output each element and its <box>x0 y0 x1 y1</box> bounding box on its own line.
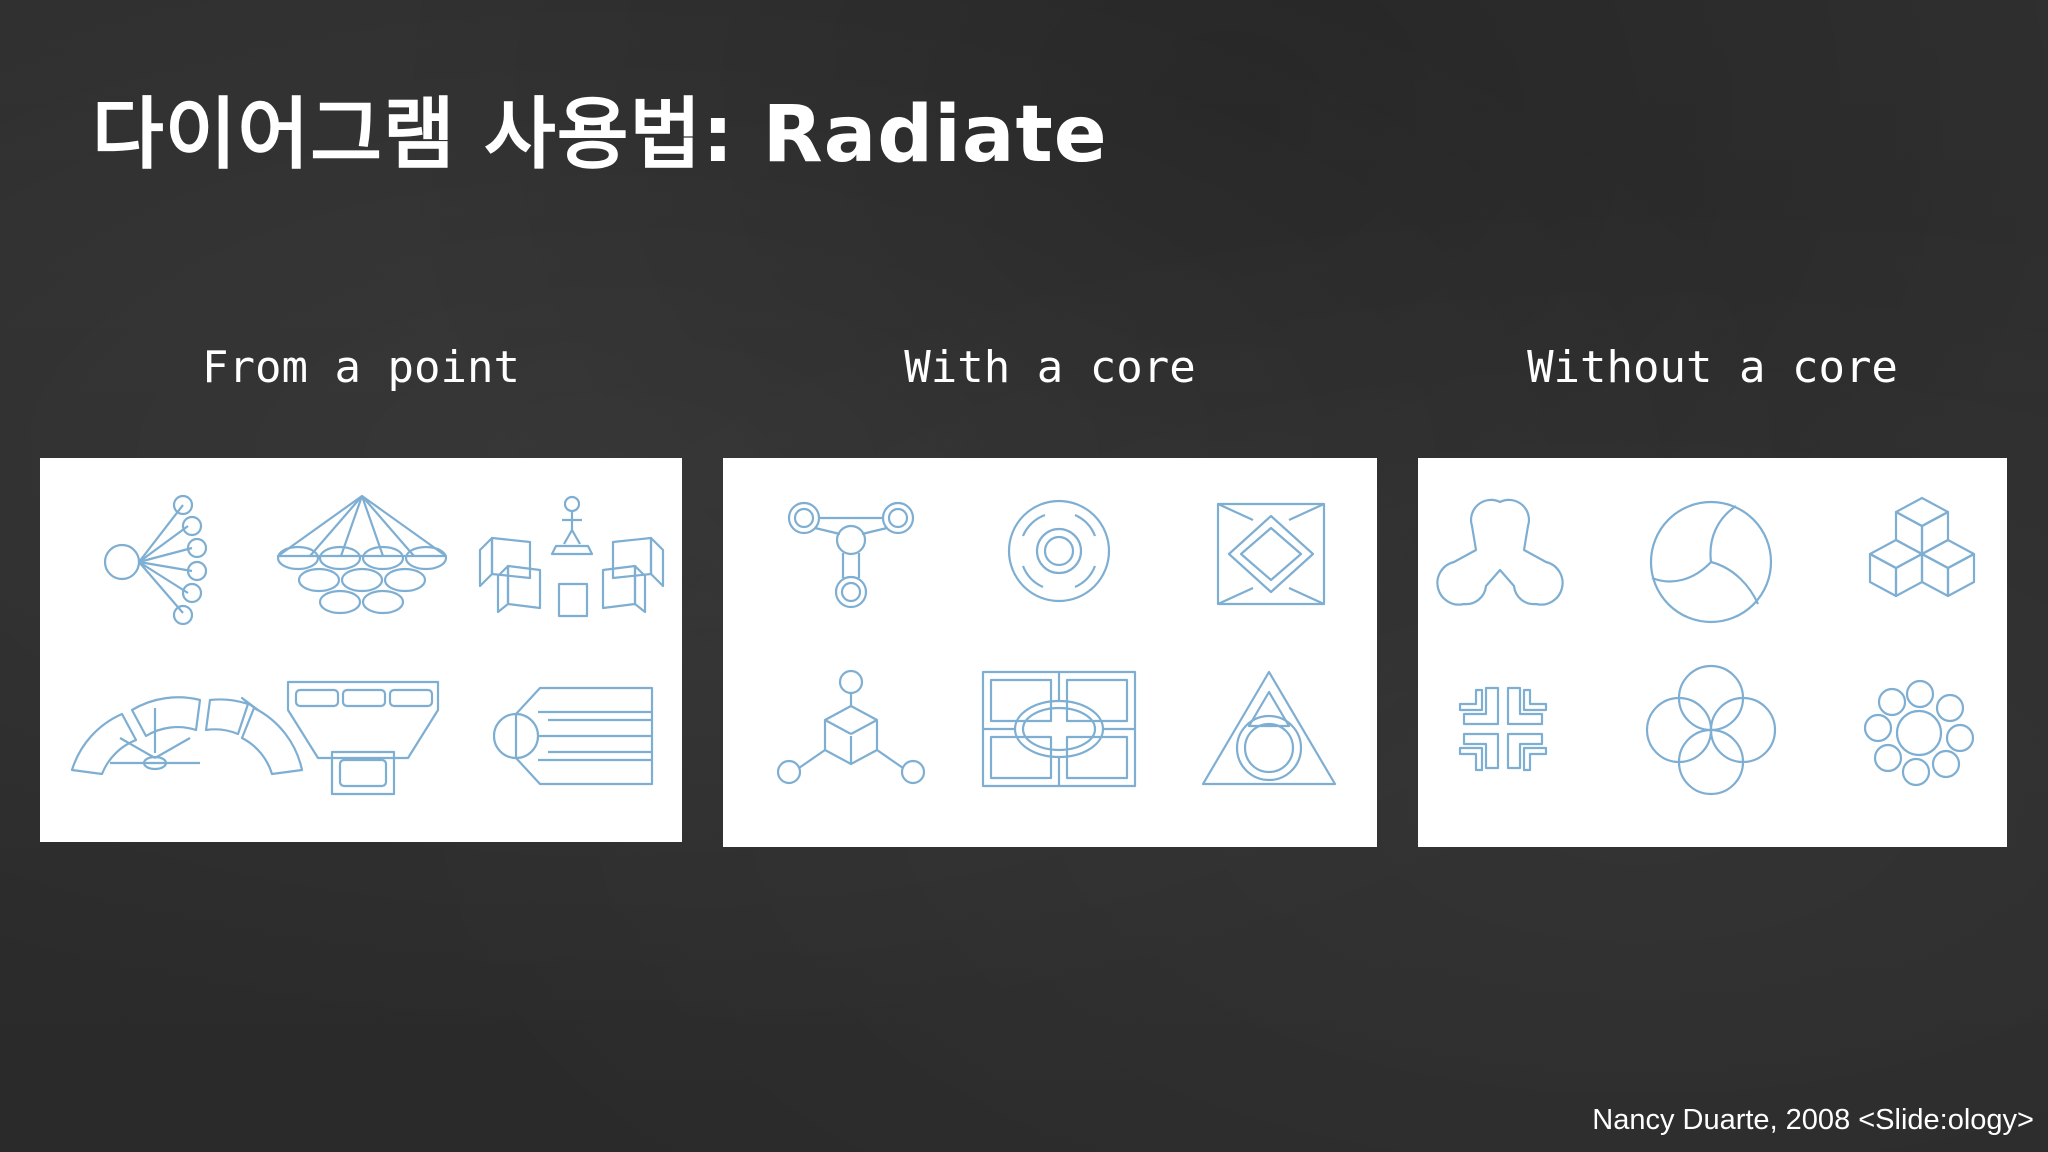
no-core-flower-loops-diagram <box>1863 679 1975 787</box>
point-arc-segments-diagram <box>70 696 304 776</box>
core-triangle-circle-diagram <box>1201 670 1337 786</box>
no-core-swirl-circle-diagram <box>1649 500 1773 624</box>
without-a-core-diagrams <box>1436 496 1976 796</box>
column-heading-without-a-core: Without a core <box>1527 342 1898 393</box>
source-credit: Nancy Duarte, 2008 <Slide:ology> <box>1592 1104 2034 1136</box>
core-oval-grid-diagram <box>981 670 1137 788</box>
column-heading-from-a-point: From a point <box>202 342 520 393</box>
point-pyramid-ellipses-diagram <box>276 494 448 615</box>
no-core-overlap-circles-diagram <box>1645 664 1777 796</box>
point-tray-box-diagram <box>286 680 440 796</box>
no-core-cross-blocks-diagram <box>1458 686 1548 772</box>
slide-title: 다이어그램 사용법: Radiate <box>92 90 1108 180</box>
panel-from-a-point <box>40 458 682 842</box>
core-diamond-square-diagram <box>1216 502 1326 606</box>
point-fan-circles-diagram <box>103 494 208 626</box>
panel-without-a-core <box>1418 458 2007 847</box>
no-core-trefoil-diagram <box>1436 498 1564 606</box>
core-ring-segments-diagram <box>1007 499 1111 603</box>
with-a-core-diagrams <box>776 499 1337 788</box>
core-three-node-diagram <box>787 501 915 609</box>
column-heading-with-a-core: With a core <box>904 342 1196 393</box>
from-a-point-diagrams <box>70 494 665 796</box>
panel-with-a-core <box>723 458 1377 847</box>
core-cube-spokes-diagram <box>776 669 926 785</box>
point-circle-bars-diagram <box>492 686 654 786</box>
point-figure-blocks-diagram <box>478 495 665 618</box>
no-core-stacked-cubes-diagram <box>1868 496 1976 598</box>
